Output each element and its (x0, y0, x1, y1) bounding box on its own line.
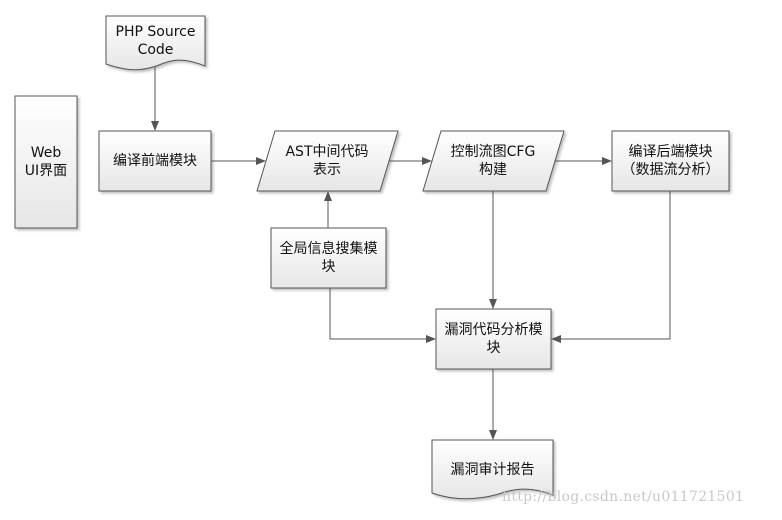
backend-box (611, 130, 730, 192)
global-info-box (270, 227, 387, 289)
ast-parallelogram (256, 130, 399, 192)
arrow-global-to-vuln (329, 288, 436, 343)
frontend-box (98, 130, 212, 192)
arrow-backend-to-vuln (551, 191, 671, 343)
web-ui-box (14, 95, 78, 229)
php-source-document-shape (105, 15, 206, 71)
report-document-shape (431, 439, 554, 500)
watermark: http://blog.csdn.net/u011721501 (502, 489, 745, 505)
vuln-analysis-box (435, 308, 552, 370)
cfg-parallelogram (422, 130, 565, 192)
